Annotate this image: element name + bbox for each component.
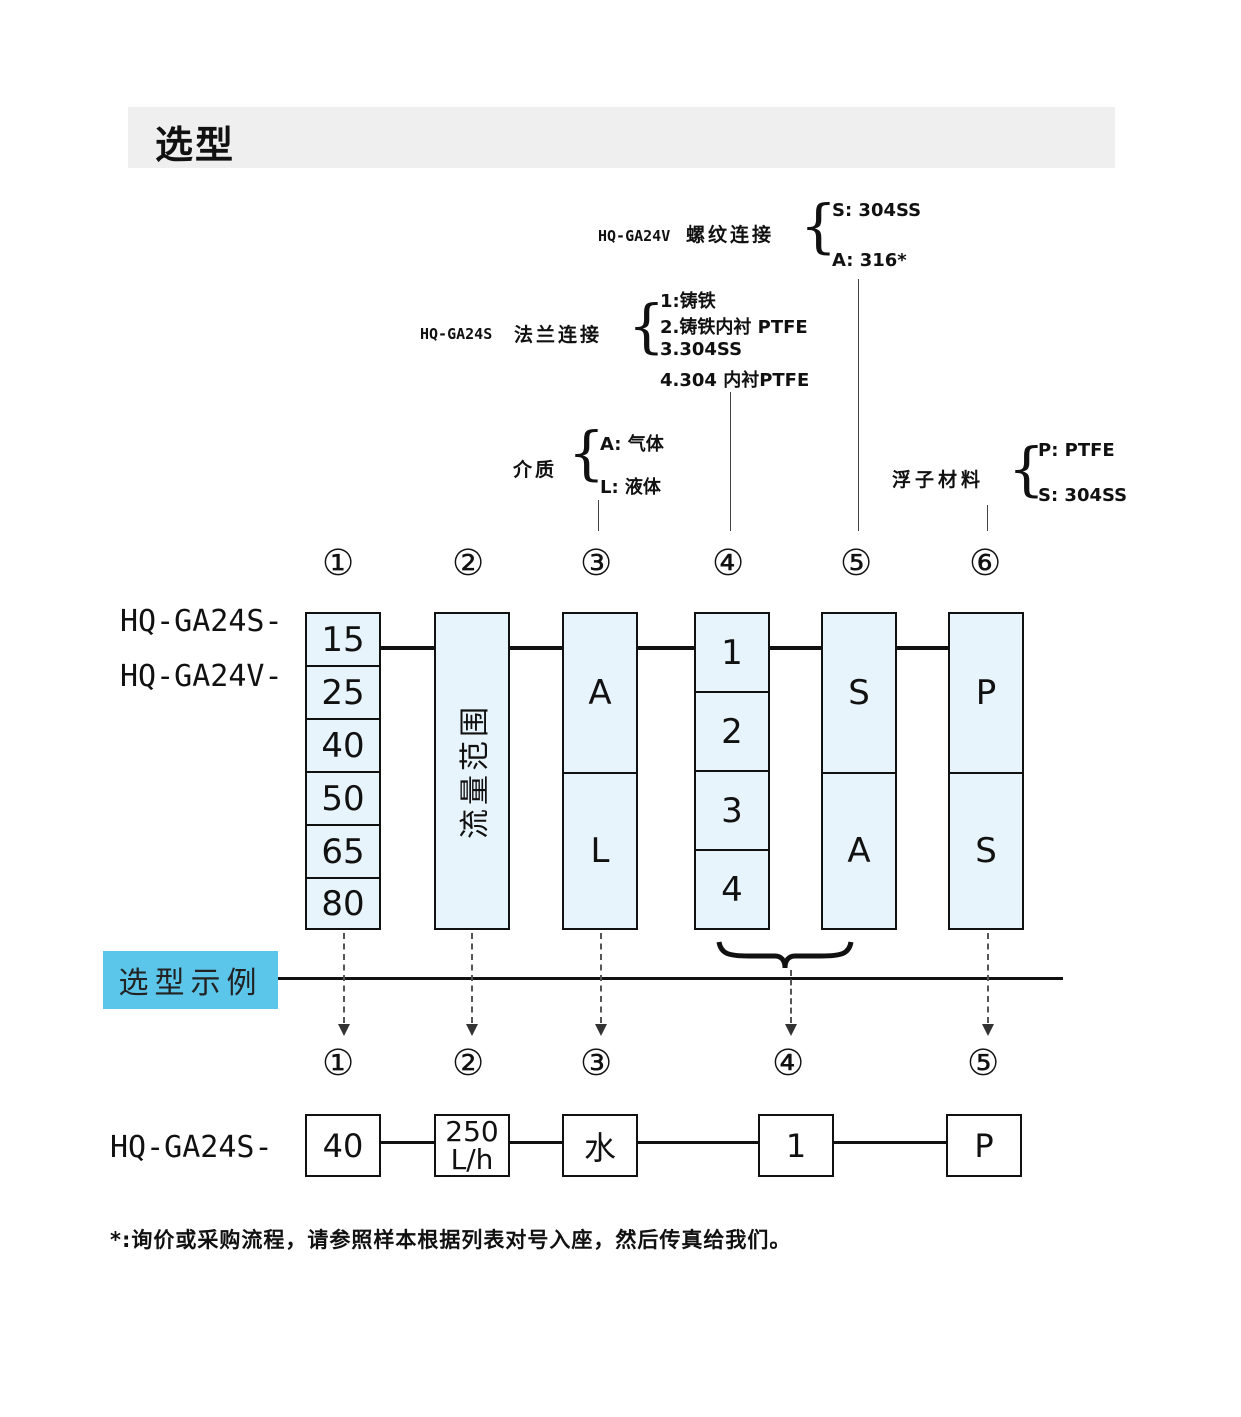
code-connector-line bbox=[380, 646, 950, 650]
medium-label: 介质 bbox=[513, 459, 558, 481]
model-label-v: HQ-GA24V- bbox=[120, 659, 283, 694]
col6-cell: P bbox=[950, 614, 1022, 774]
arrowhead-3 bbox=[595, 1024, 607, 1036]
example-model: HQ-GA24S- bbox=[110, 1130, 273, 1165]
example-value-3: 水 bbox=[562, 1114, 638, 1177]
flange-option-4: 4.304 内衬PTFE bbox=[660, 370, 810, 391]
col1-cell: 65 bbox=[307, 826, 379, 879]
flange-option-2: 2.铸铁内衬 PTFE bbox=[660, 317, 808, 338]
dash-arrow-2 bbox=[471, 933, 473, 1023]
example-marker-3: ③ bbox=[580, 1043, 613, 1084]
flange-brace: { bbox=[628, 292, 665, 360]
float-label: 浮子材料 bbox=[892, 469, 985, 491]
thread-label: 螺纹连接 bbox=[686, 224, 775, 246]
float-option-1: P: PTFE bbox=[1038, 440, 1115, 461]
thread-model: HQ-GA24V bbox=[598, 227, 671, 245]
col1-cell: 50 bbox=[307, 773, 379, 826]
medium-leader-line bbox=[598, 500, 599, 531]
col4-cell: 3 bbox=[696, 772, 768, 851]
col5-cell: A bbox=[847, 831, 871, 871]
medium-option-1: A: 气体 bbox=[600, 434, 664, 455]
arrowhead-4 bbox=[785, 1024, 797, 1036]
dash-arrow-1 bbox=[343, 933, 345, 1023]
dash-arrow-5 bbox=[987, 933, 989, 1023]
col1-cell: 80 bbox=[321, 883, 365, 924]
col5-thread-material: S A bbox=[821, 612, 897, 930]
marker-1: ① bbox=[322, 543, 355, 584]
col1-size: 15 25 40 50 65 80 bbox=[305, 612, 381, 930]
float-option-2: S: 304SS bbox=[1038, 485, 1128, 506]
col3-cell: L bbox=[590, 831, 610, 871]
thread-option-2: A: 316* bbox=[832, 250, 907, 271]
col3-cell: A bbox=[564, 614, 636, 774]
example-label: 选型示例 bbox=[103, 951, 278, 1009]
col1-cell: 40 bbox=[307, 720, 379, 773]
model-label-s: HQ-GA24S- bbox=[120, 604, 283, 639]
dash-arrow-3 bbox=[600, 933, 602, 1023]
example-connector-line bbox=[380, 1141, 950, 1144]
example-value-2: 250 L/h bbox=[434, 1114, 510, 1177]
separator-line bbox=[278, 977, 1063, 980]
example-marker-4: ④ bbox=[772, 1043, 805, 1084]
col3-medium: A L bbox=[562, 612, 638, 930]
flange-label: 法兰连接 bbox=[514, 324, 603, 346]
dash-arrow-4 bbox=[790, 970, 792, 1023]
marker-5: ⑤ bbox=[840, 543, 873, 584]
flange-option-3: 3.304SS bbox=[660, 339, 743, 360]
float-brace: { bbox=[1008, 435, 1045, 503]
col4-cell: 2 bbox=[696, 693, 768, 772]
arrowhead-5 bbox=[982, 1024, 994, 1036]
col4-cell: 4 bbox=[721, 869, 743, 910]
arrowhead-2 bbox=[466, 1024, 478, 1036]
medium-option-2: L: 液体 bbox=[600, 477, 661, 498]
col4-material: 1 2 3 4 bbox=[694, 612, 770, 930]
col1-cell: 15 bbox=[307, 614, 379, 667]
header-bar bbox=[128, 107, 1115, 168]
arrowhead-1 bbox=[338, 1024, 350, 1036]
example-marker-2: ② bbox=[452, 1043, 485, 1084]
flange-option-1: 1:铸铁 bbox=[660, 291, 716, 312]
page-title: 选型 bbox=[155, 123, 236, 167]
marker-4: ④ bbox=[712, 543, 745, 584]
example-marker-5: ⑤ bbox=[967, 1043, 1000, 1084]
col1-cell: 25 bbox=[307, 667, 379, 720]
example-value-5: P bbox=[946, 1114, 1022, 1177]
col4-cell: 1 bbox=[696, 614, 768, 693]
thread-option-1: S: 304SS bbox=[832, 200, 922, 221]
marker-3: ③ bbox=[580, 543, 613, 584]
example-value-4: 1 bbox=[758, 1114, 834, 1177]
flow-range-text: 流量范围 bbox=[458, 703, 493, 839]
flange-model: HQ-GA24S bbox=[420, 325, 493, 343]
col2-flow-range: 流量范围 bbox=[434, 612, 510, 930]
marker-6: ⑥ bbox=[969, 543, 1002, 584]
col6-float-material: P S bbox=[948, 612, 1024, 930]
merge-brace bbox=[716, 941, 854, 969]
example-value-1: 40 bbox=[305, 1114, 381, 1177]
col5-cell: S bbox=[823, 614, 895, 774]
example-marker-1: ① bbox=[322, 1043, 355, 1084]
col6-cell: S bbox=[975, 831, 997, 871]
float-leader-line bbox=[987, 505, 988, 531]
thread-leader-line bbox=[858, 279, 859, 531]
medium-brace: { bbox=[568, 419, 605, 487]
footnote: *:询价或采购流程，请参照样本根据列表对号入座，然后传真给我们。 bbox=[110, 1228, 792, 1252]
flange-leader-line bbox=[730, 392, 731, 531]
thread-brace: { bbox=[800, 192, 837, 260]
marker-2: ② bbox=[452, 543, 485, 584]
